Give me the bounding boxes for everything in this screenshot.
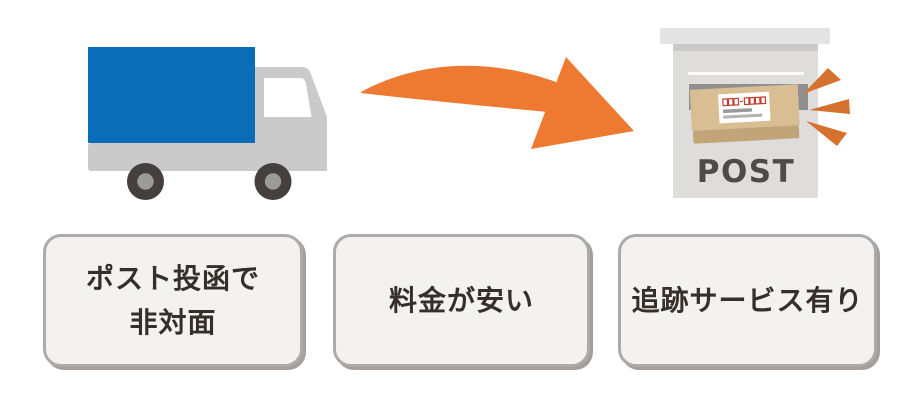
arrow-head [531, 57, 634, 149]
postbox: POST [660, 28, 850, 198]
delivery-truck [88, 47, 327, 200]
postbox-trim-line [688, 72, 804, 75]
postal-code-marks [722, 96, 767, 107]
emphasis-mark-middle [809, 99, 850, 114]
curved-arrow [361, 57, 634, 149]
arrow-body-highlight [361, 65, 560, 96]
postbox-lid-shadow [673, 44, 818, 51]
feature-text-line: ポスト投函で [85, 262, 260, 296]
postbox-lid [660, 28, 830, 44]
truck-front-wheel [254, 163, 292, 200]
feature-card-tracking: 追跡サービス有り [618, 234, 877, 367]
feature-card-low-cost: 料金が安い [333, 234, 590, 367]
wheel-hub [137, 173, 154, 190]
emphasis-mark-bottom [806, 121, 847, 146]
truck-window [264, 78, 312, 117]
truck-rear-wheel [127, 163, 164, 200]
truck-cargo-box [88, 47, 255, 143]
feature-text-line: 追跡サービス有り [631, 283, 864, 317]
illustration-canvas: POST [88, 28, 850, 200]
package-front-face [693, 125, 800, 144]
package [689, 84, 800, 144]
wheel-hub [264, 173, 282, 190]
address-line-2 [723, 113, 763, 119]
feature-text-line: 料金が安い [388, 283, 534, 317]
emphasis-lines [803, 68, 850, 146]
emphasis-mark-top [803, 68, 841, 94]
address-line-1 [722, 108, 752, 114]
feature-text-line: 非対面 [129, 305, 217, 339]
feature-card-contactless: ポスト投函で 非対面 [43, 234, 303, 367]
post-label: POST [697, 154, 796, 190]
